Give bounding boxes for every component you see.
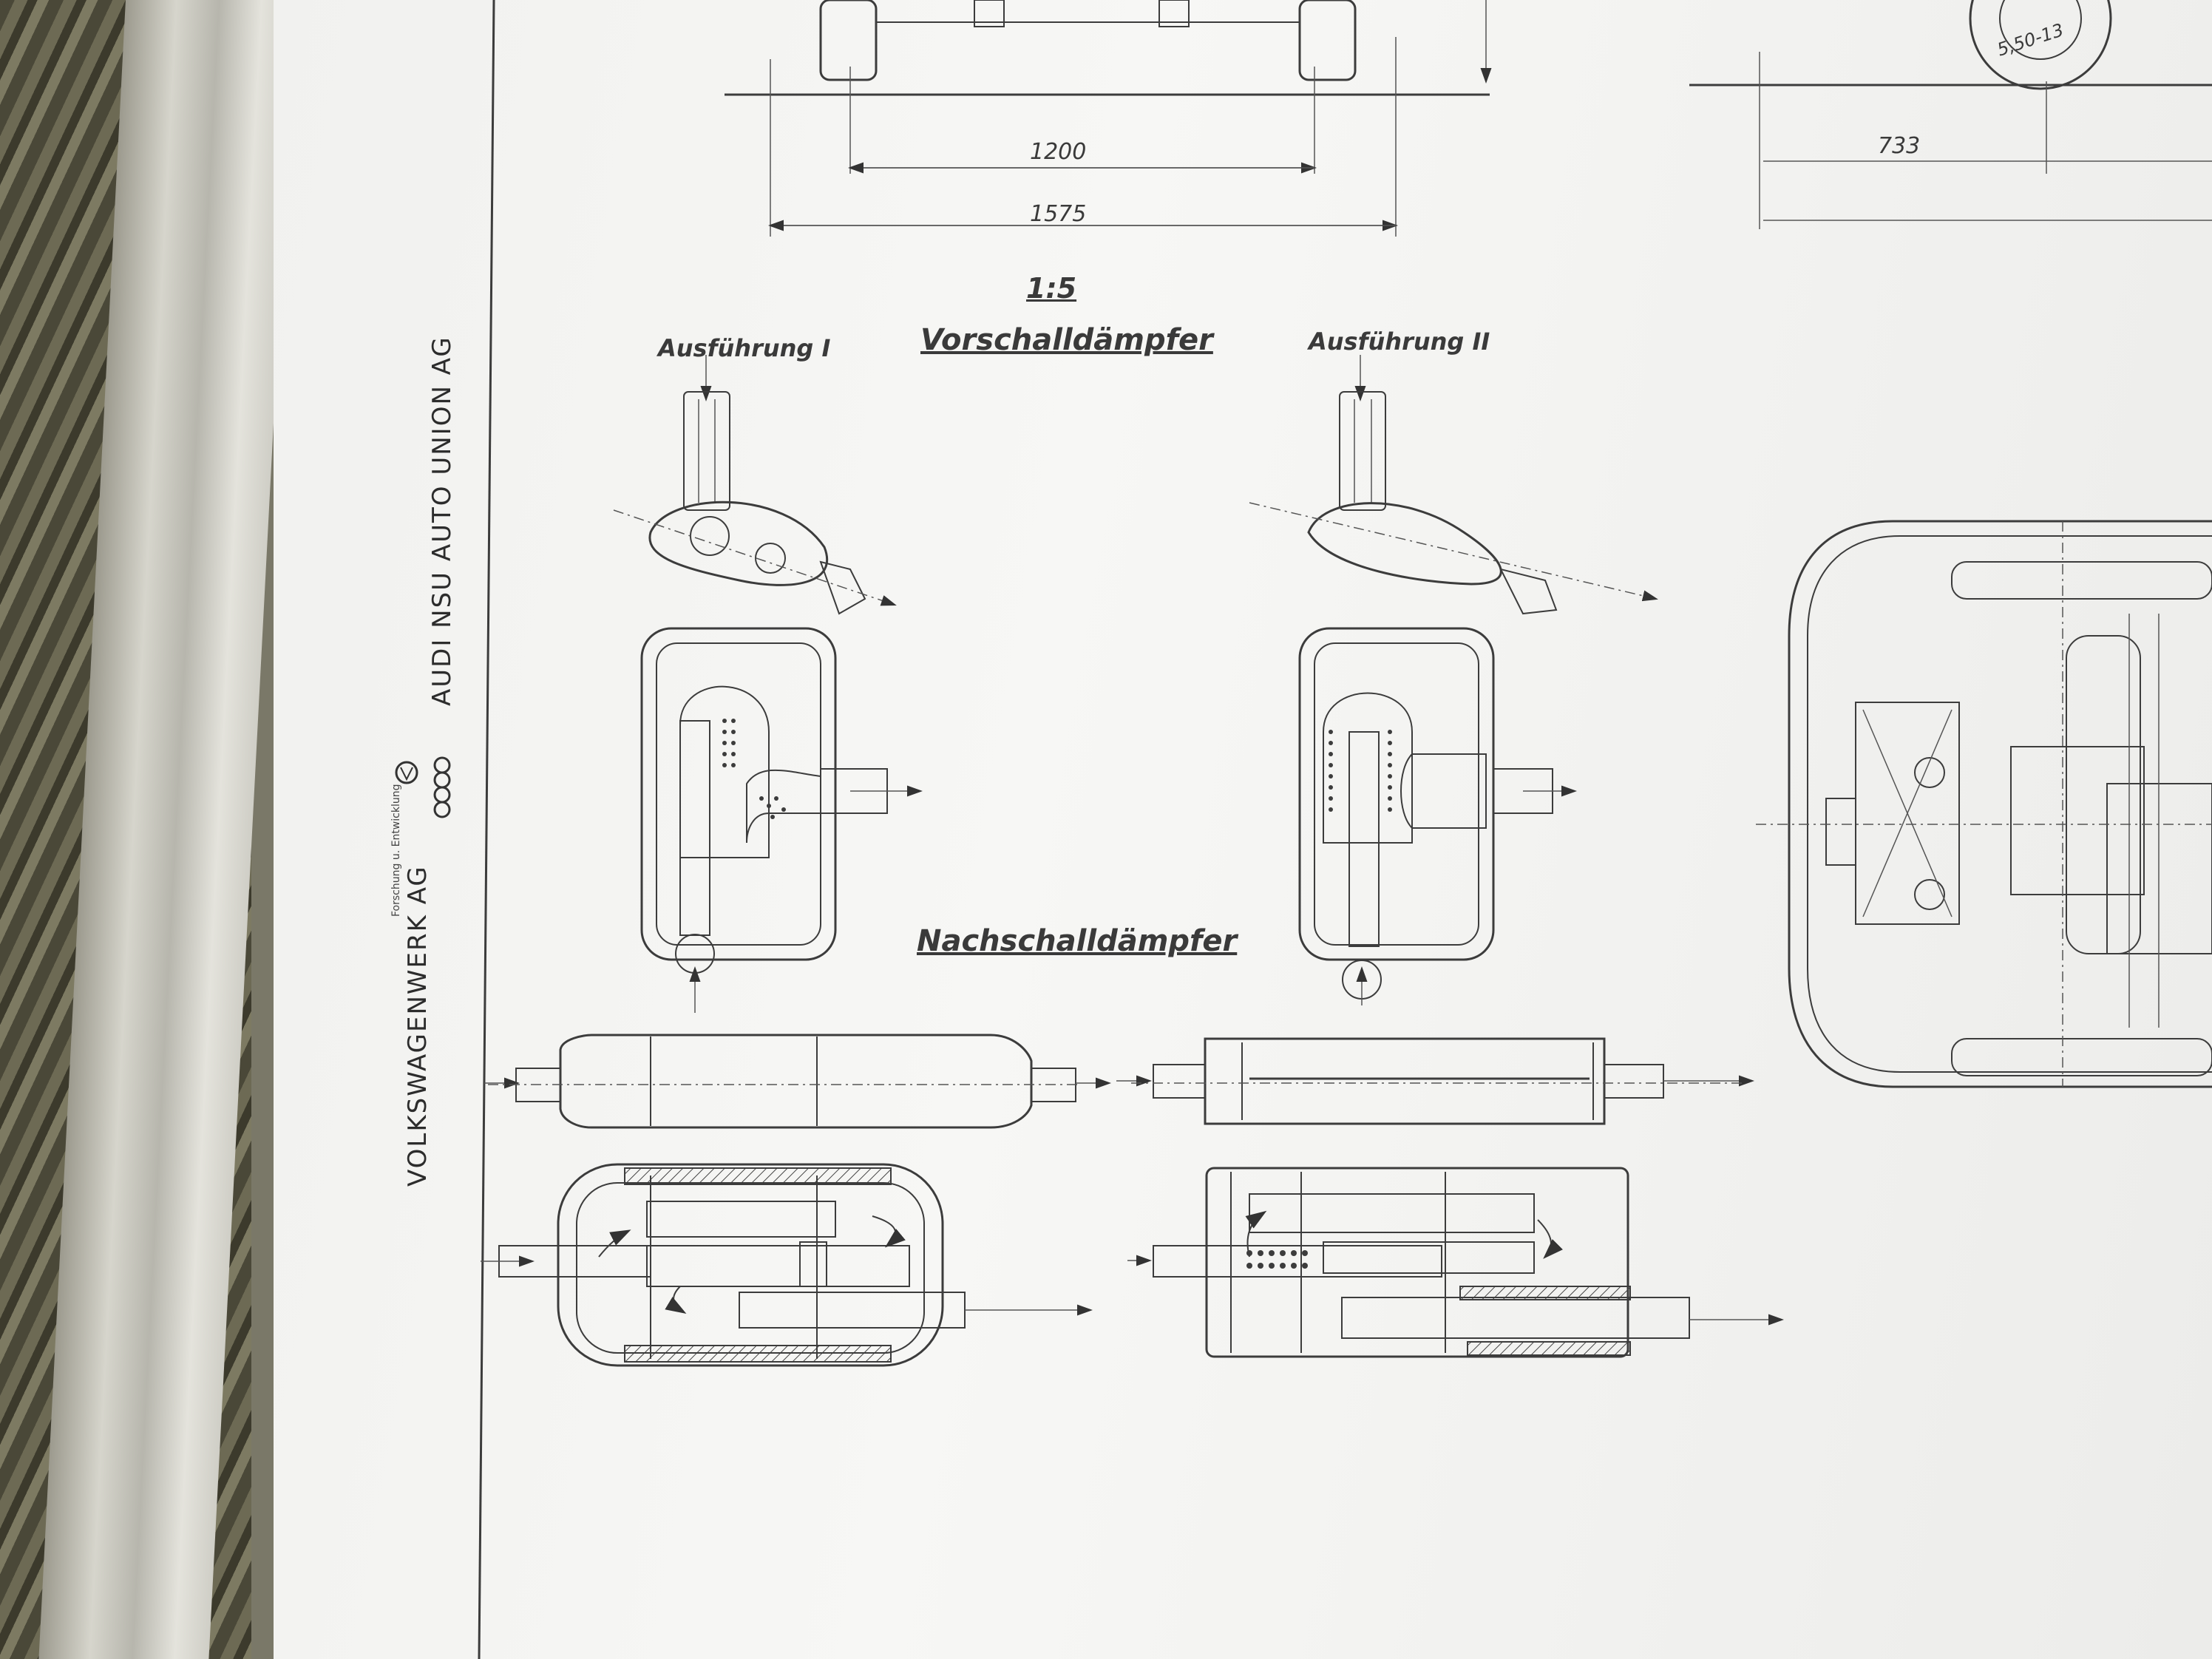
rear-muffler-right-section xyxy=(1127,1167,1784,1358)
vehicle-top-view xyxy=(1756,520,2212,1088)
technical-drawing-sheet xyxy=(274,0,2212,1659)
rear-muffler-heading: Nachschalldämpfer xyxy=(917,924,1238,958)
dimension-track-outer: 1575 xyxy=(1030,201,1087,227)
dimension-track-inner: 1200 xyxy=(1030,139,1087,165)
company-volkswagen: VOLKSWAGENWERK AG xyxy=(403,865,432,1187)
vw-audi-logos xyxy=(395,756,451,818)
rear-muffler-right-exterior xyxy=(1116,1037,1754,1125)
company-audi-nsu: AUDI NSU AUTO UNION AG xyxy=(427,336,457,706)
side-view-drawing xyxy=(1689,0,2212,229)
version-1-label: Ausführung I xyxy=(658,334,831,362)
pre-muffler-heading: Vorschalldämpfer xyxy=(920,323,1213,357)
version-2-label: Ausführung II xyxy=(1309,328,1490,356)
pre-muffler-version-1 xyxy=(613,355,923,1013)
axle-drawing xyxy=(725,0,1492,237)
sheet-border xyxy=(478,0,495,1659)
scale-label: 1:5 xyxy=(1026,272,1077,305)
rear-muffler-left-exterior xyxy=(484,1034,1111,1129)
pre-muffler-version-2 xyxy=(1249,355,1658,1005)
dimension-side: 733 xyxy=(1878,133,1921,159)
rear-muffler-left-section xyxy=(481,1163,1093,1367)
